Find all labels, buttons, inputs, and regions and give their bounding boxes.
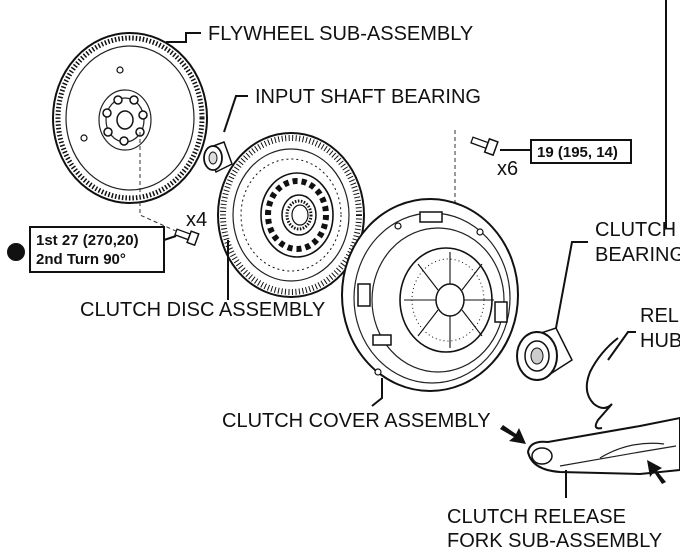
flywheel-torque-box bbox=[29, 226, 165, 273]
bullet-icon bbox=[7, 243, 25, 261]
hub-clip-icon bbox=[585, 337, 619, 430]
flywheel-label: FLYWHEEL SUB-ASSEMBLY bbox=[208, 23, 473, 45]
release-bearing-icon bbox=[516, 327, 573, 381]
flywheel-icon bbox=[52, 32, 208, 204]
bolt-icon bbox=[174, 228, 200, 247]
release-fork-icon bbox=[526, 416, 680, 476]
clutch-cover-icon bbox=[341, 198, 519, 392]
clutch-cover-label: CLUTCH COVER ASSEMBLY bbox=[222, 410, 491, 432]
flywheel-bolt-qty: x4 bbox=[186, 209, 207, 231]
bearing-leader bbox=[223, 95, 248, 133]
release-hub-label-line2: HUB bbox=[640, 330, 680, 352]
clutch-disc-label: CLUTCH DISC ASSEMBLY bbox=[80, 299, 325, 321]
release-bearing-leader bbox=[555, 241, 588, 329]
bolt-icon bbox=[470, 136, 499, 157]
clutch-bearing-label-line2: BEARING bbox=[595, 244, 680, 266]
release-fork-label-line2: FORK SUB-ASSEMBLY bbox=[447, 530, 662, 552]
cover-bolt-qty: x6 bbox=[497, 158, 518, 180]
flywheel-torque-step1: 1st 27 (270,20) bbox=[36, 232, 139, 249]
arrow-icon bbox=[500, 425, 526, 444]
cover-leader bbox=[371, 378, 383, 407]
hub-clip-leader bbox=[607, 331, 636, 361]
flywheel-torque-leader bbox=[163, 235, 177, 241]
flywheel-torque-step2: 2nd Turn 90° bbox=[36, 251, 126, 268]
cover-torque-spec: 19 (195, 14) bbox=[537, 144, 618, 161]
release-hub-label-line1: REL bbox=[640, 305, 679, 327]
input-shaft-bearing-icon bbox=[203, 141, 233, 174]
clutch-disc-icon bbox=[217, 132, 365, 298]
release-fork-label-line1: CLUTCH RELEASE bbox=[447, 506, 626, 528]
clutch-bearing-label-line1: CLUTCH bbox=[595, 219, 676, 241]
cover-torque-box bbox=[530, 139, 632, 164]
arrow-icon bbox=[647, 460, 666, 484]
flywheel-leader bbox=[166, 32, 201, 43]
input-shaft-bearing-label: INPUT SHAFT BEARING bbox=[255, 86, 481, 108]
